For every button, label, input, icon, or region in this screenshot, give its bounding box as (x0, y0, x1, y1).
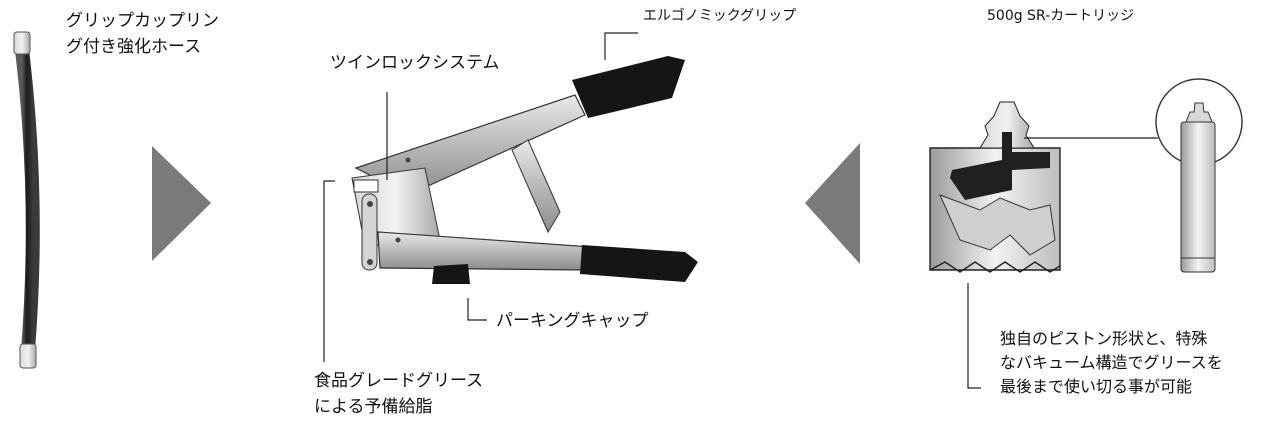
grease-gun-illustration (351, 56, 698, 284)
parking-cap-label: パーキングキャップ (496, 311, 649, 331)
cartridge-magnified-view (1155, 78, 1243, 273)
right-pointing-arrow (152, 146, 211, 261)
piston-line-3: 最後まで使い切る事が可能 (1000, 377, 1193, 396)
piston-description: 独自のピストン形状と、特殊 なバキューム構造でグリースを 最後まで使い切る事が可… (1000, 327, 1223, 399)
hose-label-line-1: グリップカップリン (66, 11, 219, 31)
piston-line-1: 独自のピストン形状と、特殊 (1000, 329, 1208, 348)
food-grade-line-1: 食品グレードグリース (314, 371, 484, 391)
food-grade-line-2: による予備給脂 (314, 397, 433, 417)
hose-label: グリップカップリン グ付き強化ホース (66, 8, 219, 60)
cartridge-label: 500g SR-カートリッジ (987, 8, 1135, 24)
hose-illustration (13, 31, 40, 369)
left-pointing-arrow (805, 143, 860, 264)
leader-lines (323, 32, 1158, 389)
piston-line-2: なバキューム構造でグリースを (1000, 353, 1223, 372)
ergonomic-grip-label: エルゴノミックグリップ (643, 8, 797, 24)
cartridge-cutaway-illustration (929, 101, 1061, 273)
hose-label-line-2: グ付き強化ホース (66, 37, 202, 57)
food-grade-label: 食品グレードグリース による予備給脂 (314, 368, 483, 420)
twin-lock-label: ツインロックシステム (330, 53, 500, 73)
